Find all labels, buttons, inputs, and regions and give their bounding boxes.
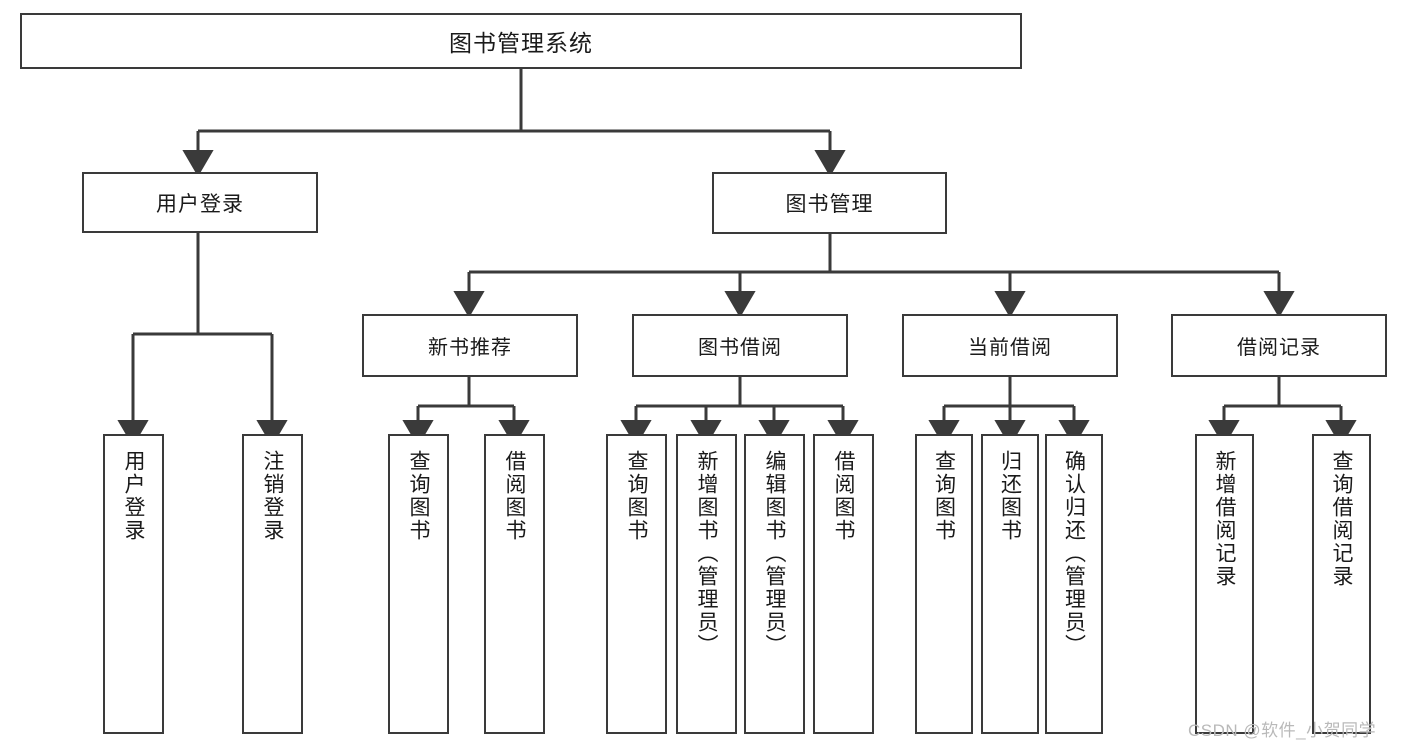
leaf-current-borrow-return[interactable]: 归还图书 [981, 434, 1039, 734]
leaf-book-borrow-query-label: 查询图书 [625, 450, 648, 542]
node-user-login[interactable]: 用户登录 [82, 172, 318, 233]
node-book-management-label: 图书管理 [785, 193, 874, 216]
leaf-new-book-query-label: 查询图书 [407, 450, 430, 542]
leaf-book-borrow-add[interactable]: 新增图书（管理员） [676, 434, 737, 734]
node-new-book-recommend-label: 新书推荐 [428, 337, 512, 359]
leaf-new-book-query[interactable]: 查询图书 [388, 434, 449, 734]
leaf-borrow-record-query[interactable]: 查询借阅记录 [1312, 434, 1371, 734]
leaf-current-borrow-confirm[interactable]: 确认归还（管理员） [1045, 434, 1103, 734]
leaf-new-book-borrow[interactable]: 借阅图书 [484, 434, 545, 734]
leaf-book-borrow-edit[interactable]: 编辑图书（管理员） [744, 434, 805, 734]
leaf-user-login-signout[interactable]: 注销登录 [242, 434, 303, 734]
leaf-current-borrow-confirm-label: 确认归还（管理员） [1062, 450, 1086, 657]
leaf-user-login-signin[interactable]: 用户登录 [103, 434, 164, 734]
node-user-login-label: 用户登录 [156, 192, 244, 216]
node-current-borrow-label: 当前借阅 [968, 337, 1052, 359]
node-book-management[interactable]: 图书管理 [712, 172, 947, 234]
leaf-user-login-signin-label: 用户登录 [122, 450, 145, 542]
leaf-borrow-record-add-label: 新增借阅记录 [1213, 450, 1236, 588]
leaf-current-borrow-query[interactable]: 查询图书 [915, 434, 973, 734]
leaf-book-borrow-query[interactable]: 查询图书 [606, 434, 667, 734]
watermark-text: CSDN @软件_小贺同学 [1188, 721, 1377, 740]
leaf-new-book-borrow-label: 借阅图书 [503, 450, 526, 542]
leaf-current-borrow-query-label: 查询图书 [932, 450, 956, 542]
leaf-current-borrow-return-label: 归还图书 [998, 450, 1022, 542]
leaf-user-login-signout-label: 注销登录 [261, 450, 284, 542]
node-current-borrow[interactable]: 当前借阅 [902, 314, 1118, 377]
node-new-book-recommend[interactable]: 新书推荐 [362, 314, 578, 377]
node-root-system[interactable]: 图书管理系统 [20, 13, 1022, 69]
leaf-book-borrow-borrow[interactable]: 借阅图书 [813, 434, 874, 734]
leaf-borrow-record-query-label: 查询借阅记录 [1330, 450, 1353, 588]
leaf-borrow-record-add[interactable]: 新增借阅记录 [1195, 434, 1254, 734]
node-book-borrow-label: 图书借阅 [698, 337, 782, 359]
leaf-book-borrow-edit-label: 编辑图书（管理员） [763, 450, 786, 657]
node-book-borrow[interactable]: 图书借阅 [632, 314, 848, 377]
node-borrow-record-label: 借阅记录 [1237, 337, 1321, 359]
node-root-system-label: 图书管理系统 [449, 30, 593, 56]
leaf-book-borrow-borrow-label: 借阅图书 [832, 450, 855, 542]
leaf-book-borrow-add-label: 新增图书（管理员） [695, 450, 718, 657]
node-borrow-record[interactable]: 借阅记录 [1171, 314, 1387, 377]
